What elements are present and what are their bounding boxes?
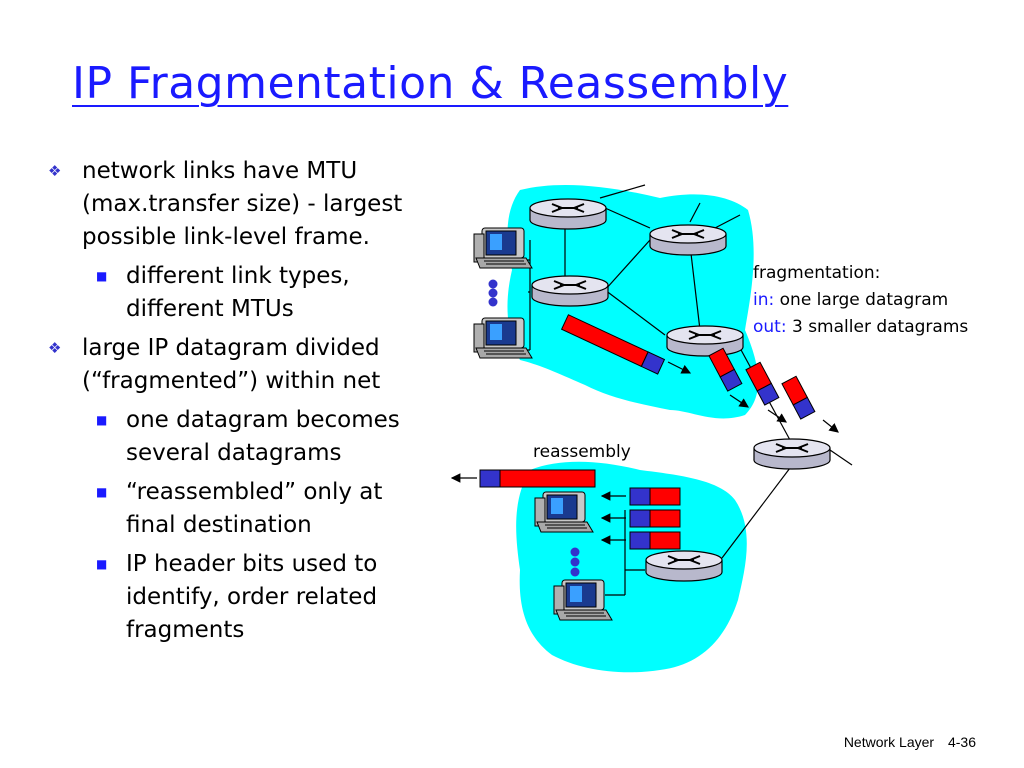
sub-bullet-text: different link types, different MTUs <box>126 263 350 322</box>
bullet-text: network links have MTU (max.transfer siz… <box>82 158 403 250</box>
diamond-bullet-icon: ❖ <box>48 339 62 357</box>
square-bullet-icon: ■ <box>96 269 108 283</box>
sub-bullet-text: IP header bits used to identify, order r… <box>126 551 378 643</box>
footer-section: Network Layer <box>843 734 935 750</box>
sub-bullet-item: ■ one datagram becomes several datagrams <box>48 404 438 470</box>
page-number: 4-36 <box>947 734 976 750</box>
sub-bullet-item: ■ “reassembled” only at final destinatio… <box>48 476 438 542</box>
sub-bullet-item: ■ IP header bits used to identify, order… <box>48 548 438 647</box>
large-datagram <box>560 314 666 375</box>
bullet-list: ❖ network links have MTU (max.transfer s… <box>48 155 438 653</box>
computer-icon <box>473 317 533 359</box>
fragmentation-label: fragmentation: <box>753 263 880 283</box>
router-icon <box>649 224 727 256</box>
computer-icon <box>473 227 533 269</box>
ellipsis-dots-icon <box>488 279 580 577</box>
sub-bullet-text: “reassembled” only at final destination <box>126 479 383 538</box>
diamond-bullet-icon: ❖ <box>48 162 62 180</box>
in-caption: in: one large datagram <box>753 290 948 310</box>
router-icon <box>529 198 607 230</box>
fragment-datagram <box>745 361 780 406</box>
sub-bullet-item: ■ different link types, different MTUs <box>48 260 438 326</box>
bullet-item: ❖ large IP datagram divided (“fragmented… <box>48 332 438 398</box>
network-links <box>498 184 853 596</box>
computer-icon <box>553 579 613 621</box>
square-bullet-icon: ■ <box>96 557 108 571</box>
router-icon <box>753 438 831 470</box>
reassembly-label: reassembly <box>533 442 631 462</box>
slide-title: IP Fragmentation & Reassembly <box>72 58 789 109</box>
fragment-datagram <box>781 375 816 420</box>
computer-icon <box>534 491 594 533</box>
bullet-item: ❖ network links have MTU (max.transfer s… <box>48 155 438 254</box>
stacked-fragments <box>629 487 681 550</box>
fragment-datagram <box>708 347 743 392</box>
router-icon <box>666 325 744 357</box>
router-icon <box>531 275 609 307</box>
router-icon <box>645 550 723 582</box>
bullet-text: large IP datagram divided (“fragmented”)… <box>82 335 381 394</box>
slide-footer: Network Layer 4-36 <box>834 734 976 750</box>
square-bullet-icon: ■ <box>96 485 108 499</box>
reassembled-datagram <box>479 469 596 488</box>
sub-bullet-text: one datagram becomes several datagrams <box>126 407 400 466</box>
out-caption: out: 3 smaller datagrams <box>753 317 968 337</box>
square-bullet-icon: ■ <box>96 413 108 427</box>
